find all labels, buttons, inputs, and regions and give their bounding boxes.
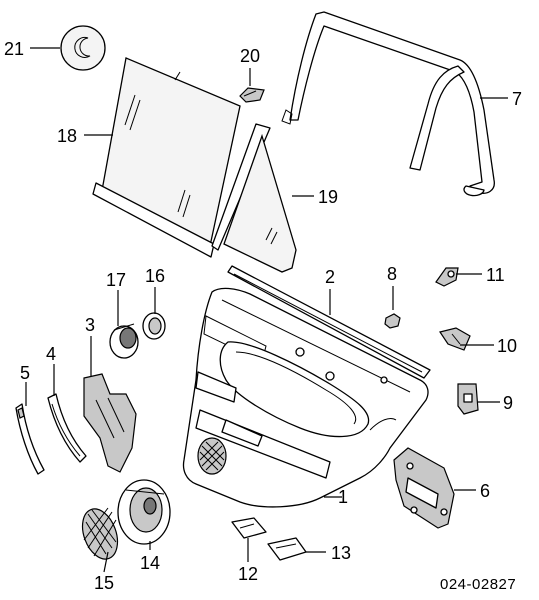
- part-12-switch-icon: [231, 517, 267, 539]
- leader-lines: [25, 47, 508, 573]
- reference-code: 024-02827: [440, 576, 516, 593]
- callout-2: 2: [325, 267, 335, 287]
- callout-12: 12: [238, 564, 258, 584]
- callout-20: 20: [240, 46, 260, 66]
- callout-1: 1: [338, 487, 348, 507]
- part-18-window-glass-icon: [92, 57, 241, 258]
- callout-6: 6: [480, 481, 490, 501]
- part-7-window-channel-icon: [281, 11, 495, 197]
- callout-8: 8: [387, 264, 397, 284]
- part-10-clip-icon: [439, 327, 471, 351]
- part-20-clip-icon: [239, 87, 265, 103]
- part-16-tweeter-ring-icon: [142, 312, 166, 340]
- part-3-speaker-bracket-icon: [83, 373, 137, 473]
- callout-7: 7: [512, 89, 522, 109]
- callout-9: 9: [503, 393, 513, 413]
- part-1-door-trim-panel-icon: [182, 287, 429, 508]
- callout-4: 4: [46, 344, 56, 364]
- part-13-handle-cover-icon: [267, 537, 307, 561]
- callout-11: 11: [486, 265, 505, 285]
- callout-10: 10: [497, 336, 517, 356]
- part-19-quarter-glass-icon: [211, 123, 297, 273]
- part-5-trim-strip-icon: [15, 403, 45, 475]
- callout-16: 16: [145, 266, 165, 286]
- part-6-bracket-plate-icon: [393, 447, 455, 529]
- callout-19: 19: [318, 187, 338, 207]
- callout-3: 3: [85, 315, 95, 335]
- part-2-trim-strip-icon: [227, 265, 431, 379]
- callout-5: 5: [20, 363, 30, 383]
- part-4-trim-strip-icon: [47, 393, 87, 463]
- callout-18: 18: [57, 126, 77, 146]
- callout-13: 13: [331, 543, 351, 563]
- part-11-clip-icon: [435, 267, 459, 287]
- part-9-bracket-icon: [457, 383, 479, 415]
- callout-15: 15: [94, 573, 114, 593]
- callout-17: 17: [106, 270, 126, 290]
- callout-14: 14: [140, 553, 160, 573]
- callout-labels: 21 18 20 7 19 2 8 11 17 16 3 10 4 5 9 6 …: [4, 39, 522, 593]
- part-21-sticker-disc-icon: [60, 25, 106, 71]
- callout-21: 21: [4, 39, 24, 59]
- part-17-tweeter-icon: [109, 323, 139, 359]
- part-8-clip-icon: [384, 313, 401, 329]
- part-14-speaker-icon: [117, 479, 171, 545]
- part-15-speaker-grille-icon: [81, 507, 119, 560]
